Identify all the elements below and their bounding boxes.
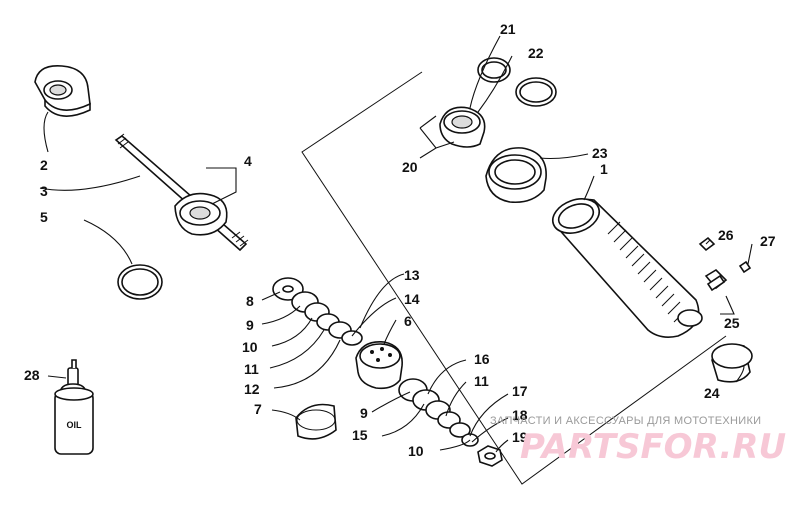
callout-21: 21 [500,21,516,37]
callout-14: 14 [404,291,420,307]
o-ring-5-part [117,264,163,300]
callout-24: 24 [704,385,720,401]
valve-25-part [704,268,728,292]
callout-11-upper: 11 [244,361,259,377]
watermark-logo: PARTSFOR.RU [520,427,786,467]
callout-12: 12 [244,381,260,397]
callout-10-lower: 10 [408,443,424,459]
shock-body-1-part [551,198,703,338]
callout-23: 23 [592,145,608,161]
callout-20: 20 [402,159,418,175]
callout-22: 22 [528,45,544,61]
callout-8: 8 [246,293,254,309]
band-7-part [295,403,337,440]
piston-6-part [355,341,403,390]
callout-5: 5 [40,209,48,225]
callout-27: 27 [760,233,776,249]
assembly-outline [301,71,727,485]
callout-19: 19 [512,429,528,445]
callout-26: 26 [718,227,734,243]
plug-26-part [698,236,716,252]
callout-18: 18 [512,407,528,423]
shaft-body-part [174,192,228,236]
piston-rod-part [114,133,249,252]
watermark-tagline: ЗАПЧАСТИ И АКСЕССУАРЫ ДЛЯ МОТОТЕХНИКИ [490,415,761,427]
callout-2: 2 [40,157,48,173]
callout-9-upper: 9 [246,317,254,333]
callout-7: 7 [254,401,262,417]
oil-bottle-label: OIL [67,420,83,430]
bearing-20-part [439,106,486,148]
oil-bottle-part [54,359,94,455]
callout-13: 13 [404,267,420,283]
callout-17: 17 [512,383,528,399]
callout-25: 25 [724,315,740,331]
callout-11-lower: 11 [474,373,489,389]
callout-9-lower: 9 [360,405,368,421]
nut-19-part [477,445,503,467]
valve-stack-upper [291,291,363,346]
callout-15: 15 [352,427,368,443]
rod-eye-part [34,65,91,117]
callout-1: 1 [600,161,608,177]
callouts: 1 2 3 4 5 6 7 8 9 9 10 10 11 11 12 13 14… [24,21,776,459]
callout-6: 6 [404,313,412,329]
callout-4: 4 [244,153,252,169]
callout-10-upper: 10 [242,339,258,355]
seal-22-part [515,77,557,107]
callout-16: 16 [474,351,490,367]
screw-27-part [738,260,752,274]
callout-28: 28 [24,367,40,383]
leader-lines [39,35,753,453]
bushing-24-part [711,343,753,383]
callout-3: 3 [40,183,48,199]
valve-stack-lower [398,378,479,447]
collar-23-part [485,147,547,204]
